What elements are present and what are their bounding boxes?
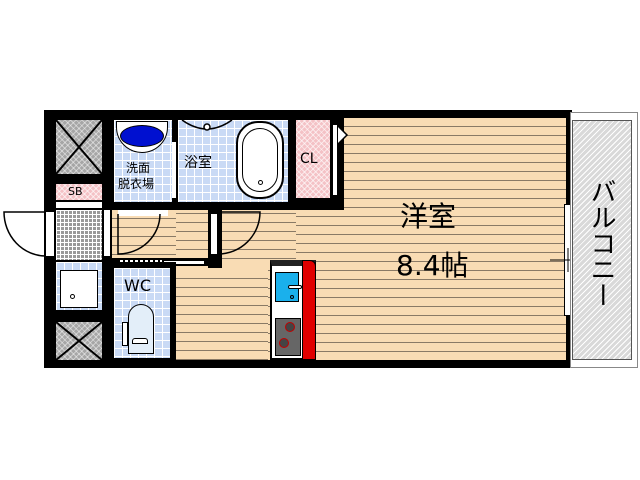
toilet-label: WC — [124, 276, 151, 295]
hall-door-jamb — [104, 210, 110, 256]
entrance-door-jamb — [46, 212, 54, 256]
washroom-door — [172, 142, 176, 198]
closet-door-arrow — [337, 125, 349, 145]
room-door-jamb — [211, 214, 217, 254]
bathtub-drain — [258, 180, 263, 185]
toilet-lid — [132, 338, 148, 344]
hall-door-top — [118, 210, 168, 216]
balcony-label: バルコニー — [586, 178, 616, 308]
entrance-floor — [56, 210, 102, 260]
room-door-swing — [217, 211, 261, 255]
stove-burner-1 — [285, 322, 295, 332]
wash-basin — [120, 125, 164, 147]
sliding-panel — [164, 261, 204, 264]
shoe-box-label: SB — [68, 185, 83, 198]
entrance-step — [56, 202, 102, 208]
closet — [296, 120, 330, 198]
toilet-tank — [122, 322, 128, 346]
hallway-floor-2 — [176, 205, 296, 265]
storage-x-mark-2 — [55, 321, 103, 361]
shower-fixture — [181, 119, 233, 131]
storage-x-mark — [55, 119, 103, 175]
sink-drain — [290, 295, 294, 299]
closet-door — [332, 124, 338, 196]
washroom-label-2: 脱衣場 — [118, 177, 155, 191]
washroom-label-1: 洗面 — [126, 161, 151, 175]
western-room-label: 洋室 — [400, 200, 457, 233]
toilet-bowl — [128, 304, 154, 354]
shoe-box — [56, 184, 102, 200]
entrance-door-swing — [3, 211, 47, 257]
stove-burner-2 — [279, 338, 289, 348]
kitchen-backsplash — [302, 260, 316, 360]
room-lower-floor — [176, 270, 268, 360]
bathroom-label: 浴室 — [184, 155, 212, 171]
balcony — [572, 120, 632, 360]
washing-machine-pan — [60, 270, 98, 308]
western-room-size: 8.4帖 — [396, 249, 469, 282]
hall-door-swing — [117, 213, 161, 255]
closet-label: CL — [300, 151, 318, 167]
sink-faucet — [288, 285, 302, 289]
kitchen-sink — [275, 272, 299, 302]
washing-machine-drain — [70, 294, 75, 299]
